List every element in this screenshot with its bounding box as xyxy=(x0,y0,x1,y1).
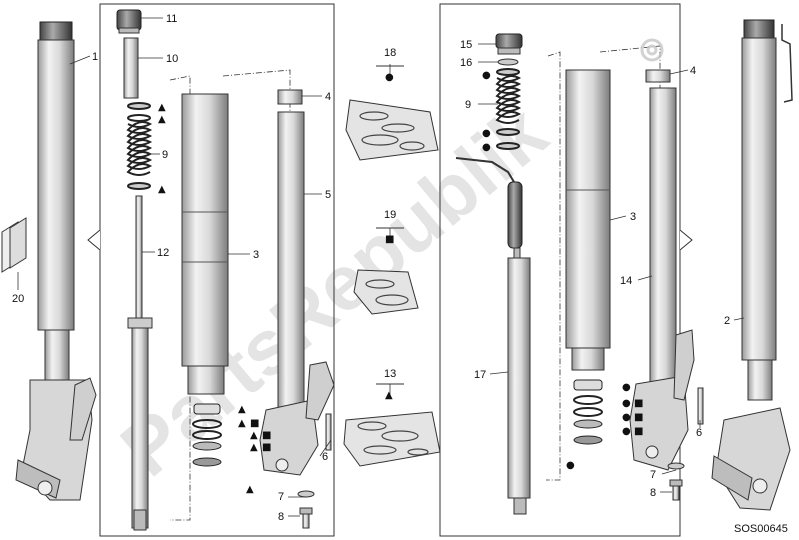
preload-tube-item-10 xyxy=(123,37,139,99)
circle-symbol: ● xyxy=(622,426,631,437)
bolt-item-6-right xyxy=(697,387,704,425)
left-detail-frame xyxy=(99,3,335,537)
cap-item-15 xyxy=(495,33,523,55)
circle-symbol: ● xyxy=(482,70,491,81)
triangle-symbol: ▲ xyxy=(238,418,246,429)
triangle-symbol: ▲ xyxy=(246,484,254,495)
square-symbol: ■ xyxy=(262,442,271,453)
triangle-symbol: ▲ xyxy=(158,102,166,113)
kit-item-13 xyxy=(343,411,441,467)
triangle-symbol: ▲ xyxy=(158,184,166,195)
damper-rod-item-17 xyxy=(507,181,531,515)
washer-item-16 xyxy=(497,58,519,66)
triangle-symbol: ▲ xyxy=(238,404,246,415)
callout-6-right: 6 xyxy=(696,427,702,439)
fork-leg-left-assembly xyxy=(15,21,97,501)
triangle-symbol: ▲ xyxy=(250,430,258,441)
symbols-left-frame: ▲ ▲ ▲ ▲ ▲ ■ ▲ ■ ▲ ■ ▲ xyxy=(158,102,271,495)
inner-tube-item-3 xyxy=(181,93,229,395)
circle-symbol: ● xyxy=(622,398,631,409)
callout-11: 11 xyxy=(166,13,177,25)
right-detail-frame xyxy=(439,3,681,537)
square-symbol: ■ xyxy=(634,426,643,437)
brake-pad-pair xyxy=(1,217,27,273)
bush-item-4 xyxy=(277,89,303,105)
bolt-item-6 xyxy=(325,413,332,451)
callout-7-right: 7 xyxy=(650,469,656,481)
right-frame-notch xyxy=(679,229,693,251)
kit-item-19 xyxy=(353,269,419,315)
callout-16: 16 xyxy=(460,57,472,69)
callout-18: 18 xyxy=(384,47,396,59)
circle-symbol: ● xyxy=(566,460,575,471)
circle-symbol: ● xyxy=(482,142,491,153)
leader-lines xyxy=(17,17,745,517)
callout-9: 9 xyxy=(162,149,168,161)
outer-tube-item-14 xyxy=(629,87,695,471)
callout-labels: 1 11 10 9 12 3 4 5 6 7 8 18 19 13 15 16 … xyxy=(12,13,730,523)
circle-symbol: ● xyxy=(622,382,631,393)
callout-20: 20 xyxy=(12,293,24,305)
square-symbol: ■ xyxy=(250,418,259,429)
kit-tags: ● ■ ▲ xyxy=(376,65,404,401)
triangle-symbol: ▲ xyxy=(250,442,258,453)
spring-item-9 xyxy=(126,102,153,190)
callout-4: 4 xyxy=(325,91,331,103)
kit-18-symbol: ● xyxy=(385,72,394,83)
left-frame-notch xyxy=(87,229,101,251)
symbols-right-frame: ● ● ● ● ● ■ ● ■ ● ■ ● xyxy=(482,70,643,471)
callout-3: 3 xyxy=(253,249,259,261)
sensor-cable xyxy=(455,157,515,183)
callout-14: 14 xyxy=(620,275,632,287)
triangle-symbol: ▲ xyxy=(158,114,166,125)
bolt-item-8 xyxy=(299,507,313,529)
outer-tube-item-5 xyxy=(259,111,335,476)
bolt-item-8-right xyxy=(669,479,683,501)
washer-item-7 xyxy=(297,490,315,498)
kit-item-18 xyxy=(345,99,439,161)
callout-1: 1 xyxy=(92,51,98,63)
kit-19-symbol: ■ xyxy=(385,234,394,245)
callout-13: 13 xyxy=(384,368,396,380)
kit-13-symbol: ▲ xyxy=(385,390,393,401)
circle-symbol: ● xyxy=(482,128,491,139)
callout-6: 6 xyxy=(322,451,328,463)
callout-15: 15 xyxy=(460,39,472,51)
callout-2: 2 xyxy=(724,315,730,327)
damper-rod-item-12 xyxy=(127,195,153,531)
fork-leg-right-assembly xyxy=(711,19,793,511)
seal-stack-right xyxy=(573,379,603,445)
gear-icon xyxy=(640,38,664,62)
callout-9-right: 9 xyxy=(465,99,471,111)
callout-8-right: 8 xyxy=(650,487,656,499)
bush-item-4-right xyxy=(645,69,671,83)
square-symbol: ■ xyxy=(634,398,643,409)
callout-19: 19 xyxy=(384,209,396,221)
callout-17: 17 xyxy=(474,369,486,381)
seal-stack-left xyxy=(192,403,222,467)
cap-item-11 xyxy=(116,9,142,34)
washer-item-7-right xyxy=(667,462,685,470)
callout-10: 10 xyxy=(166,53,178,65)
callout-7: 7 xyxy=(278,491,284,503)
callout-4-right: 4 xyxy=(690,65,696,77)
callout-8: 8 xyxy=(278,511,284,523)
spring-item-9-right xyxy=(495,68,522,150)
callout-12: 12 xyxy=(157,247,169,259)
square-symbol: ■ xyxy=(262,430,271,441)
square-symbol: ■ xyxy=(634,412,643,423)
inner-tube-item-3-right xyxy=(565,69,611,371)
circle-symbol: ● xyxy=(622,412,631,423)
callout-3-right: 3 xyxy=(630,211,636,223)
callout-5: 5 xyxy=(325,189,331,201)
diagram-code: SOS00645 xyxy=(734,523,788,535)
